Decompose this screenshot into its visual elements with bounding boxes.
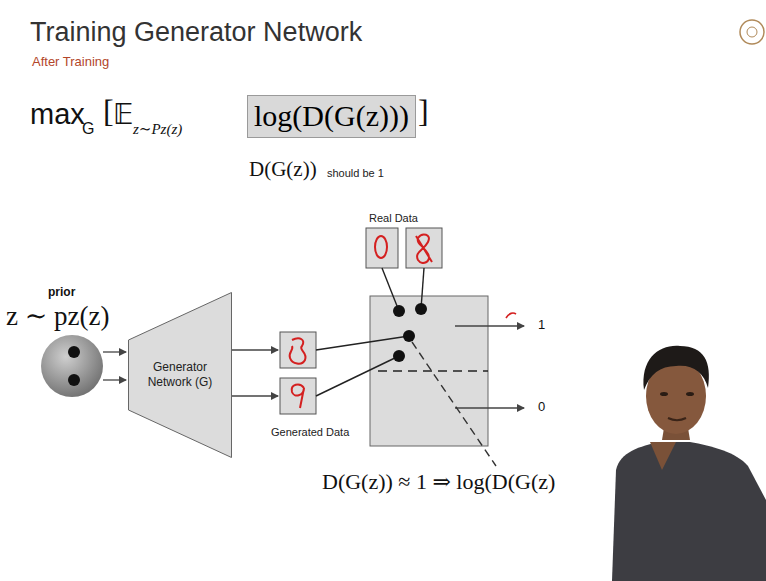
output-label: 0 [538, 400, 545, 414]
formula-term: z ∼ pz(z) [6, 302, 110, 332]
node-label: Generator Network (G) [141, 360, 219, 390]
formula-subscript: z∼Pz(z) [133, 121, 182, 138]
prior-label: prior [48, 286, 75, 299]
formula-term: 𝔼 [113, 100, 133, 131]
formula-term: D(G(z)) [249, 158, 317, 181]
group-label: Generated Data [271, 426, 349, 438]
highlight-box: log(D(G(z))) [247, 95, 416, 138]
subtitle: After Training [32, 55, 109, 69]
formula-bracket: ] [418, 94, 429, 129]
formula-subscript: G [82, 120, 94, 138]
note: should be 1 [327, 167, 384, 179]
formula-term: D(G(z)) ≈ 1 ⇒ log(D(G(z) [322, 470, 555, 494]
output-label: 1 [538, 318, 545, 332]
group-label: Real Data [369, 212, 418, 224]
generator-trapezoid: Generator Network (G) [128, 292, 232, 458]
formula-term: max [30, 99, 85, 131]
formula-term: log(D(G(z))) [254, 99, 409, 134]
formula-bracket: [ [103, 94, 114, 129]
slide-title: Training Generator Network [30, 18, 362, 48]
